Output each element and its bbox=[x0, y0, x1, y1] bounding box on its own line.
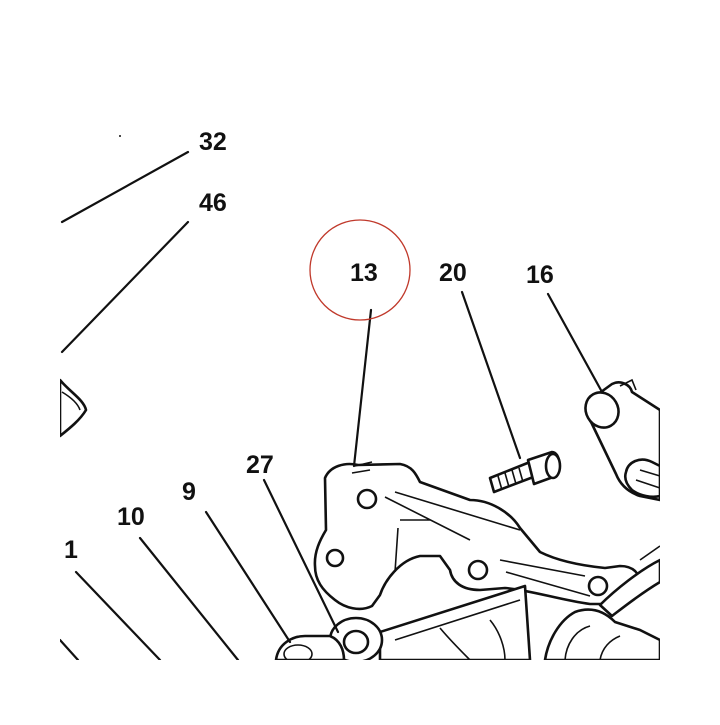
bottom-margin bbox=[0, 660, 720, 720]
bracket-part bbox=[313, 461, 642, 611]
callout-labels: 32 46 13 20 16 27 9 10 1 bbox=[64, 128, 554, 564]
fitting-part bbox=[584, 378, 662, 502]
bearing-part bbox=[274, 634, 346, 664]
leader-13 bbox=[352, 308, 373, 468]
leader-lines bbox=[60, 135, 604, 662]
leader-32 bbox=[60, 150, 190, 224]
callout-13-highlight-circle bbox=[309, 219, 411, 321]
leader-1 bbox=[74, 570, 162, 662]
speck bbox=[119, 135, 121, 137]
left-margin bbox=[0, 0, 60, 720]
callout-27[interactable]: 27 bbox=[246, 451, 274, 479]
leader-9 bbox=[204, 510, 292, 644]
leader-46 bbox=[60, 220, 190, 354]
leader-20 bbox=[460, 290, 522, 460]
screw-part bbox=[488, 450, 562, 494]
callout-16[interactable]: 16 bbox=[526, 261, 554, 289]
callout-32[interactable]: 32 bbox=[199, 128, 227, 156]
housing-part bbox=[378, 545, 662, 662]
callout-9[interactable]: 9 bbox=[182, 478, 196, 506]
leader-16 bbox=[546, 292, 604, 394]
leader-27 bbox=[262, 478, 340, 634]
callout-20[interactable]: 20 bbox=[439, 259, 467, 287]
right-margin bbox=[660, 0, 720, 720]
callout-1[interactable]: 1 bbox=[64, 536, 78, 564]
leader-10 bbox=[138, 536, 240, 662]
left-partial-part bbox=[58, 378, 88, 438]
bottom-stubs bbox=[58, 638, 80, 662]
callout-10[interactable]: 10 bbox=[117, 503, 145, 531]
callout-46[interactable]: 46 bbox=[199, 189, 227, 217]
callout-13[interactable]: 13 bbox=[350, 259, 378, 287]
